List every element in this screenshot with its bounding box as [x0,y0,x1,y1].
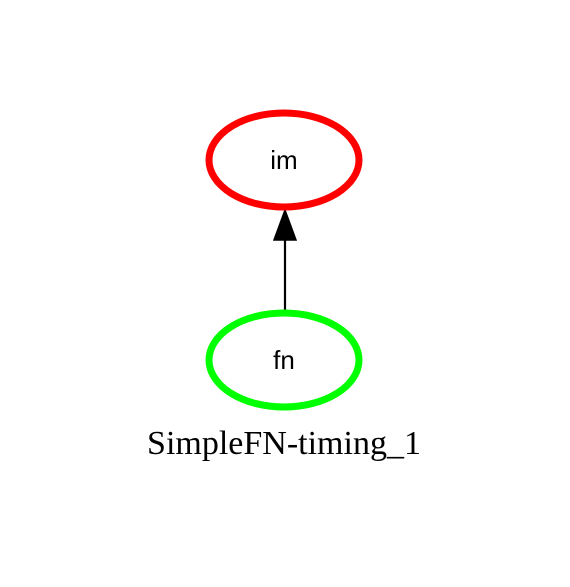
edge-fn-to-im-arrowhead [272,207,298,241]
edge-fn-to-im [272,207,298,310]
node-im: im [205,109,363,211]
node-fn-ellipse [205,309,363,411]
node-im-ellipse [205,109,363,211]
node-fn: fn [205,309,363,411]
graph-label: SimpleFN-timing_1 [147,425,421,462]
node-im-label: im [270,145,297,175]
node-fn-label: fn [273,345,295,375]
